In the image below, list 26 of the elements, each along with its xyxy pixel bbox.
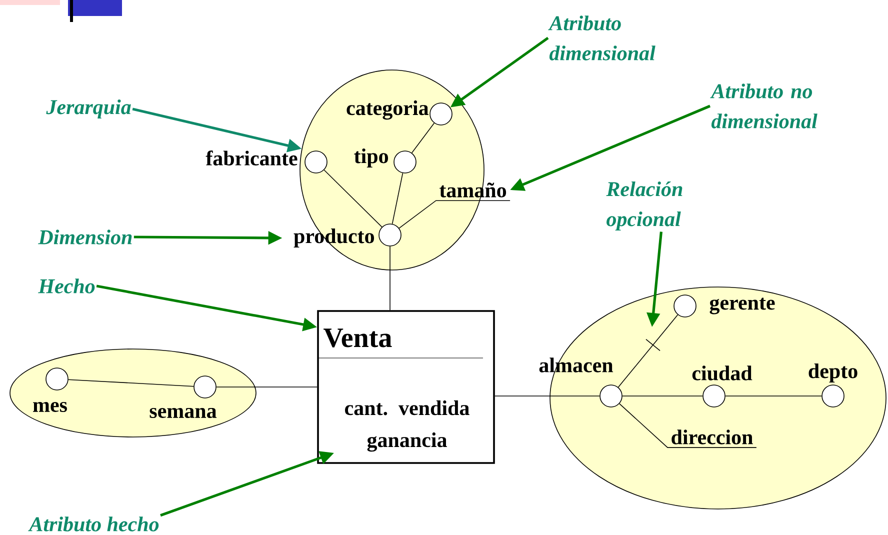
annotation-text: Dimension: [38, 230, 132, 244]
fact-box: Venta cant. vendida ganancia: [317, 310, 495, 464]
connector-line: [618, 314, 678, 388]
attribute-label: direccion: [672, 430, 753, 444]
attribute-label: semana: [150, 408, 216, 418]
annotation-text: Atributo no dimensional: [710, 84, 818, 128]
annotation-text: Hecho: [38, 278, 95, 294]
connector-line: [619, 403, 757, 448]
dimension-bubble: [10, 348, 256, 438]
connector-line: [392, 172, 404, 224]
connector-line: [216, 386, 318, 388]
annotation-text: Relación opcional: [606, 181, 682, 231]
annotation-text: Atributo dimensional: [548, 16, 656, 60]
attribute-label: gerente: [710, 298, 775, 314]
annotation-text: Jerarquia: [46, 99, 131, 119]
attribute-label: ciudad: [692, 366, 752, 380]
connector-line: [68, 379, 194, 387]
attribute-label: depto: [808, 363, 858, 383]
attribute-label: tipo: [354, 148, 388, 168]
connector-line: [398, 200, 510, 229]
attribute-label: fabricante: [206, 150, 298, 166]
connector-line: [411, 122, 435, 154]
attribute-label: mes: [33, 402, 67, 412]
attribute-label: categoria: [346, 100, 428, 120]
annotation-text: Atributo hecho: [28, 516, 159, 532]
connector-line: [324, 170, 382, 228]
